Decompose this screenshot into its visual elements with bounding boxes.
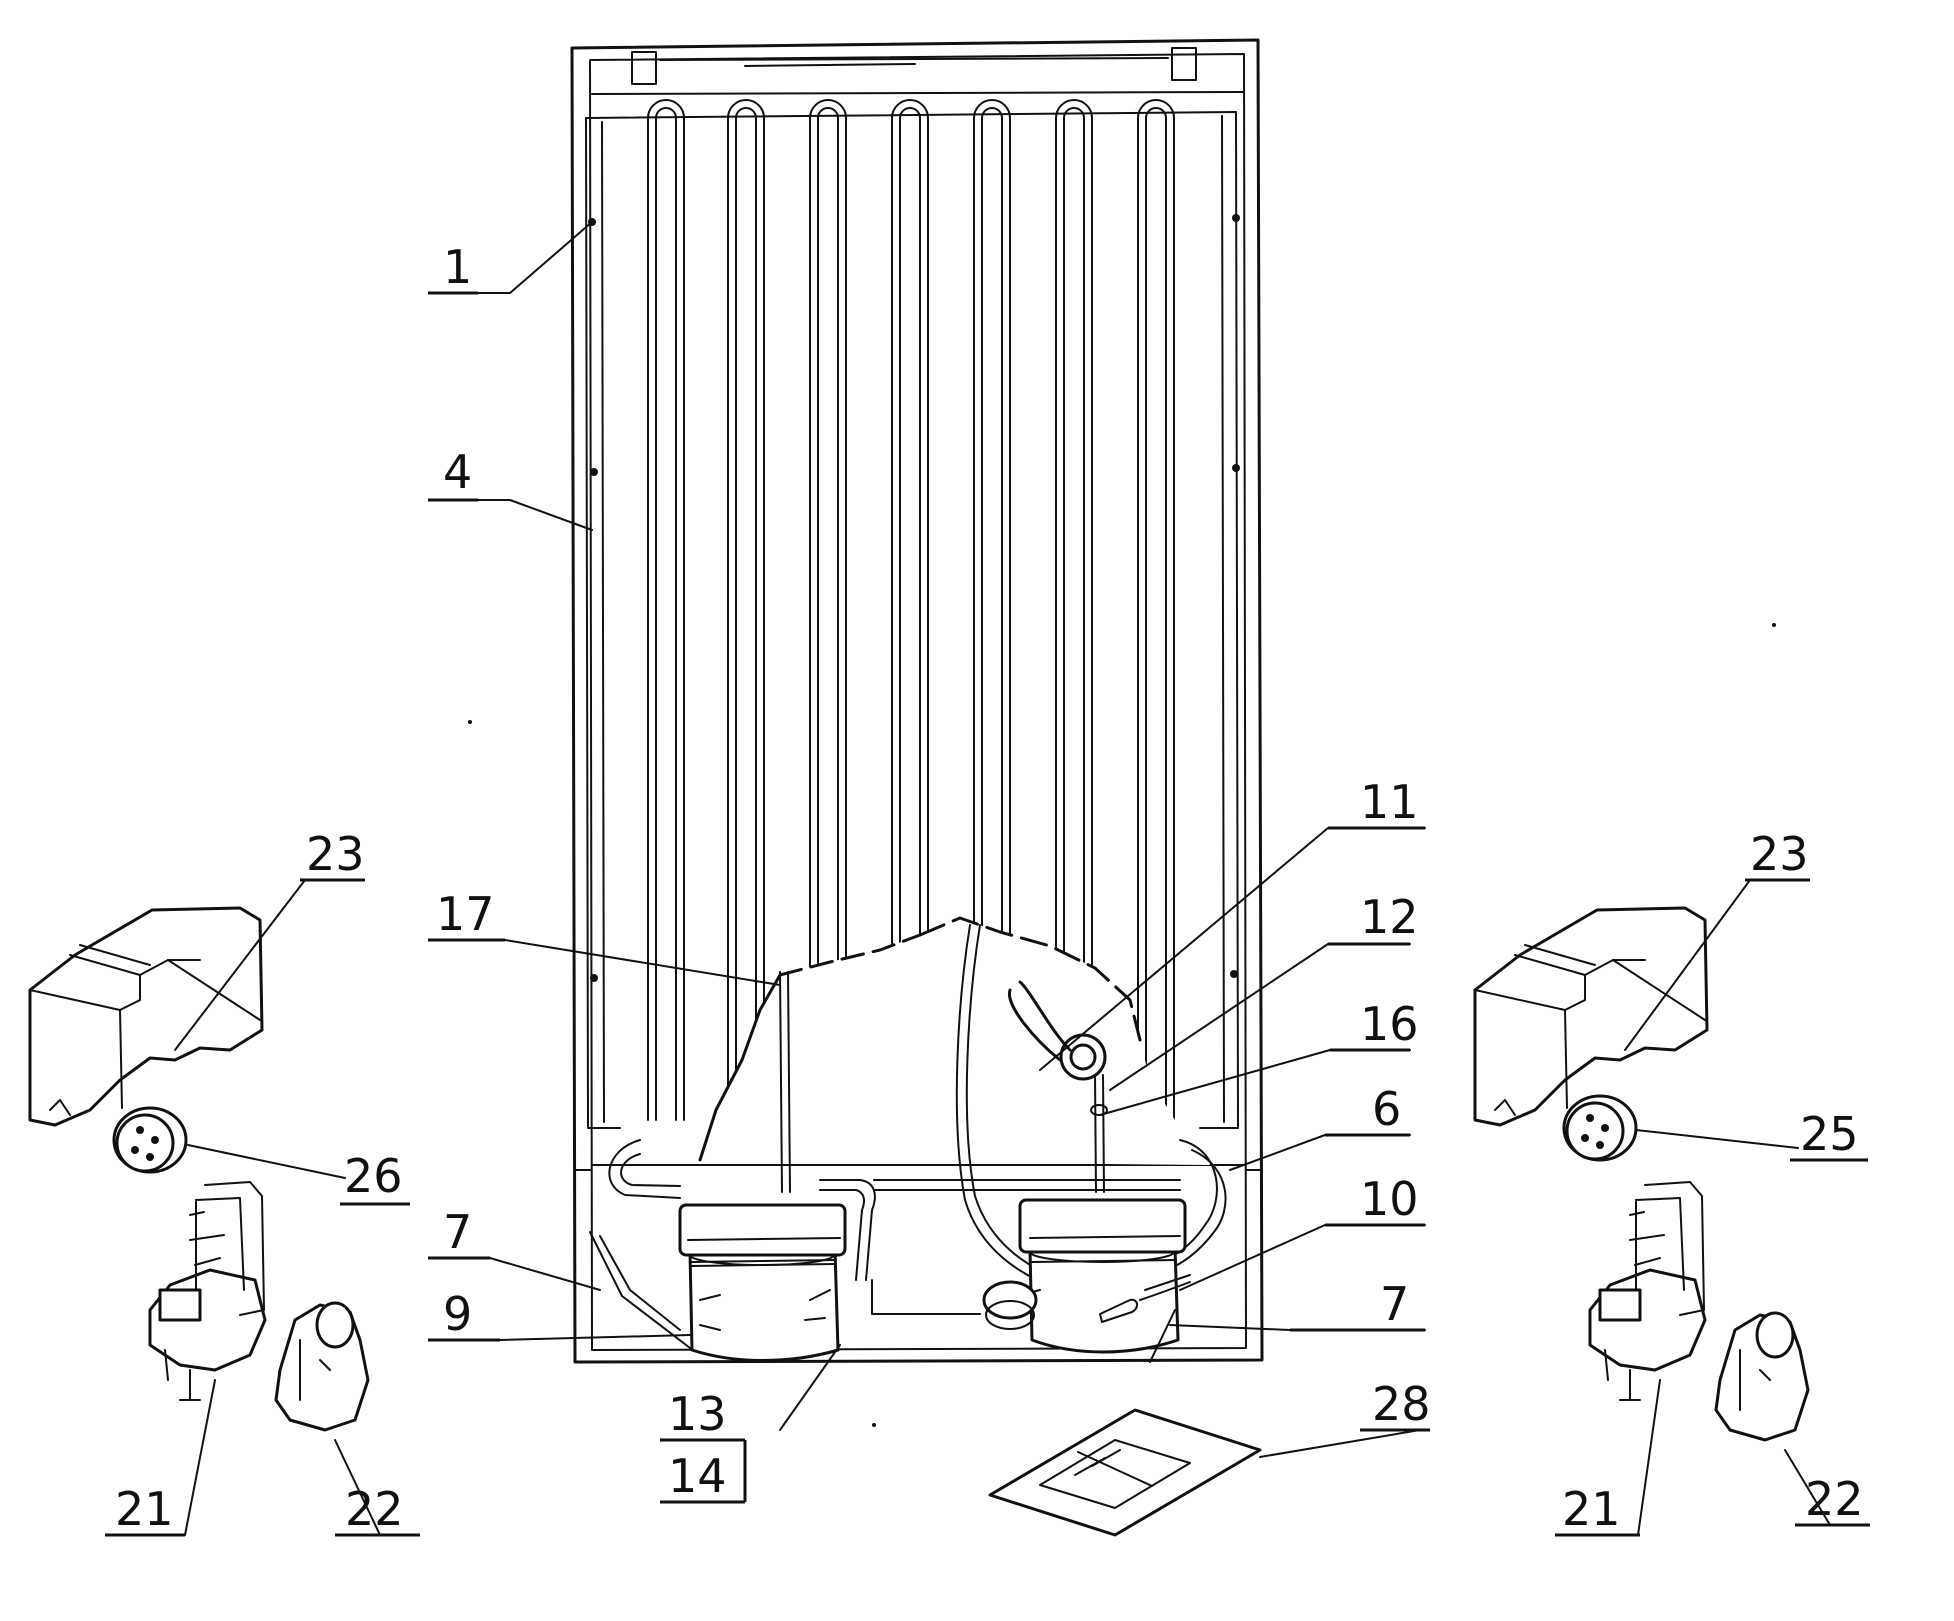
thermostat-21-right: [1588, 1181, 1707, 1401]
label-1: 1: [443, 240, 472, 294]
callout-labels: 1 4 17 7 9 13 14 11 12 16 6 10 7 28 23 2…: [105, 240, 1870, 1537]
label-26: 26: [344, 1149, 403, 1203]
relay-22-left: [274, 1301, 370, 1432]
label-25: 25: [1800, 1107, 1859, 1161]
label-17: 17: [436, 887, 495, 941]
label-16: 16: [1360, 997, 1419, 1051]
cover-23-left: [28, 906, 264, 1127]
label-7-left: 7: [443, 1205, 472, 1259]
relay-22-right: [1714, 1311, 1810, 1442]
fixing-points: [588, 214, 1240, 982]
thermostat-21-left: [148, 1181, 267, 1401]
label-11: 11: [1360, 775, 1419, 829]
label-13: 13: [668, 1387, 727, 1441]
label-9: 9: [443, 1287, 472, 1341]
label-12: 12: [1360, 890, 1419, 944]
cover-23-right: [1473, 906, 1709, 1127]
bottom-tubing: [589, 1139, 1227, 1349]
label-28: 28: [1372, 1377, 1431, 1431]
knob-26: [112, 1106, 188, 1174]
label-14: 14: [668, 1449, 727, 1503]
manual-28: [988, 1408, 1262, 1537]
label-21-right: 21: [1562, 1482, 1621, 1536]
compressor-left: [678, 1203, 847, 1362]
label-10: 10: [1360, 1172, 1419, 1226]
label-4: 4: [443, 445, 472, 499]
label-6: 6: [1372, 1082, 1401, 1136]
label-7-right: 7: [1380, 1277, 1409, 1331]
label-23-left: 23: [306, 827, 365, 881]
label-22-left: 22: [345, 1482, 404, 1536]
label-22-right: 22: [1805, 1472, 1864, 1526]
label-23-right: 23: [1750, 827, 1809, 881]
compressor-right: [982, 1198, 1191, 1363]
knob-25: [1562, 1094, 1638, 1162]
label-21-left: 21: [115, 1482, 174, 1536]
cabinet-back-panel: [570, 38, 1264, 1364]
cutaway-section: [698, 916, 1210, 1291]
